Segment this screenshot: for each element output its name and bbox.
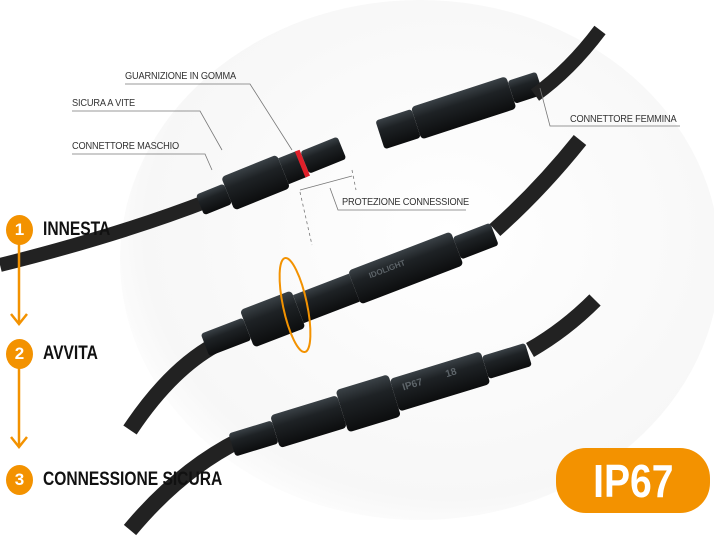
step-label: CONNESSIONE SICURA xyxy=(43,469,223,490)
callout-screw-lock: SICURA A VITE xyxy=(72,97,135,109)
connector-code-marking: 18 xyxy=(444,366,458,380)
cable xyxy=(0,193,213,272)
step-label: AVVITA xyxy=(43,343,98,364)
arrow-down-icon xyxy=(10,313,28,327)
step-2: 2 AVVITA xyxy=(6,339,110,369)
connector-secured: IP67 18 xyxy=(123,294,601,536)
callout-female-connector: CONNETTORE FEMMINA xyxy=(570,113,677,125)
female-connector-unplugged xyxy=(376,25,606,149)
cable xyxy=(530,25,606,101)
step-3: 3 CONNESSIONE SICURA xyxy=(6,465,262,495)
step-arrows xyxy=(10,240,28,450)
step-number: 2 xyxy=(6,339,33,369)
badge-label: IP67 xyxy=(592,454,674,507)
rubber-gasket xyxy=(294,149,311,178)
callout-male-connector: CONNETTORE MASCHIO xyxy=(72,140,180,152)
arrow-down-icon xyxy=(10,436,28,450)
step-label: INNESTA xyxy=(43,219,111,240)
callout-connection-protection: PROTEZIONE CONNESSIONE xyxy=(342,196,470,208)
ip67-badge: IP67 xyxy=(556,448,710,513)
step-1: 1 INNESTA xyxy=(6,215,125,245)
step-number: 1 xyxy=(6,215,33,245)
rotate-arrow-icon xyxy=(278,256,312,354)
screw-lock-nut xyxy=(222,155,289,210)
callout-rubber-gasket: GUARNIZIONE IN GOMMA xyxy=(125,70,236,82)
male-connector-unplugged xyxy=(0,137,346,272)
callout-lines xyxy=(72,83,680,246)
connector-screwing: IDOLIGHT xyxy=(123,135,587,435)
step-number: 3 xyxy=(6,465,33,495)
